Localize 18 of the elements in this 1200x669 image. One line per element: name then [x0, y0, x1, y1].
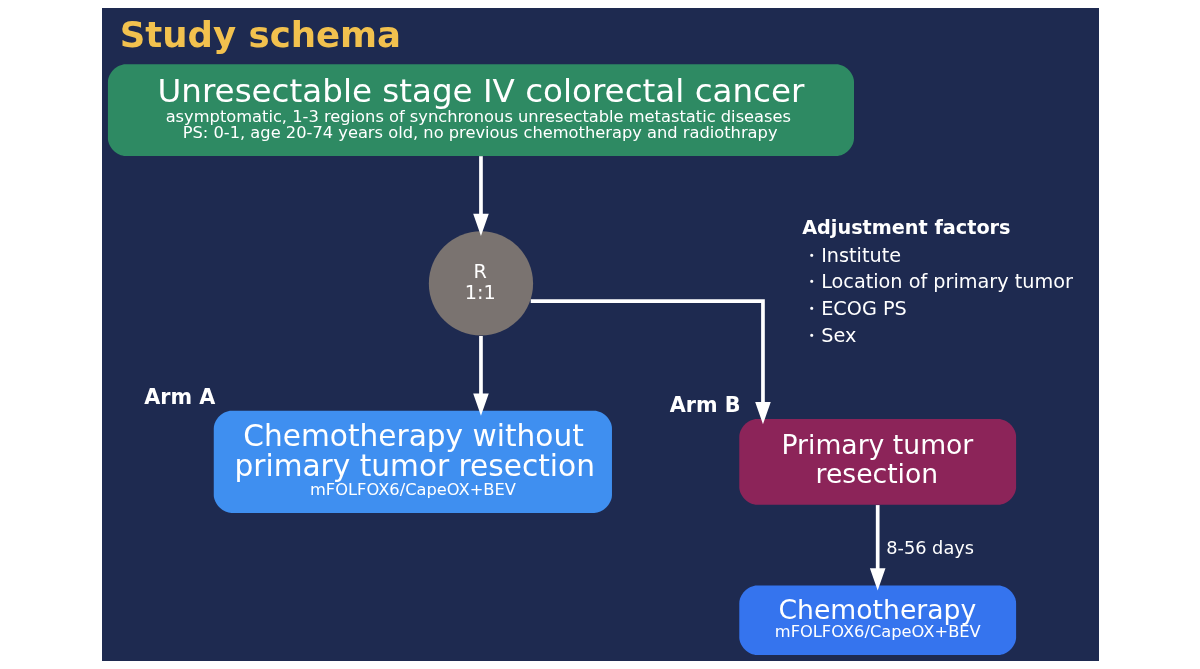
label: ・ECOG PS	[801, 297, 907, 321]
arrow	[530, 299, 771, 425]
arrow	[472, 336, 489, 416]
node-box: Chemotherapy without primary tumor resection mFOLFOX6/CapeOX+BEV	[213, 410, 612, 513]
label: ・Institute	[801, 243, 901, 267]
node-label: Arm B	[669, 392, 741, 417]
edge-label: 8-56 days	[885, 537, 974, 558]
diagram-title: Study schema	[119, 13, 401, 55]
node-label: Arm A	[143, 384, 215, 409]
label: ・Sex	[801, 323, 856, 347]
node-circle: R 1:1	[428, 231, 533, 336]
node-box: Chemotherapy mFOLFOX6/CapeOX+BEV	[738, 585, 1016, 655]
node-box: Unresectable stage IV colorectal cancer asymptomatic, 1-3 regions of synchronous unresectable metastatic diseases PS: 0-1, age 20-74 years old, no previous chemotherapy and radiothrapy	[107, 64, 854, 157]
label: Adjustment factors	[801, 215, 1011, 239]
arrow	[472, 156, 489, 237]
arrow	[869, 505, 885, 591]
node-box: Primary tumor resection	[738, 418, 1016, 505]
label: ・Location of primary tumor	[801, 270, 1073, 294]
